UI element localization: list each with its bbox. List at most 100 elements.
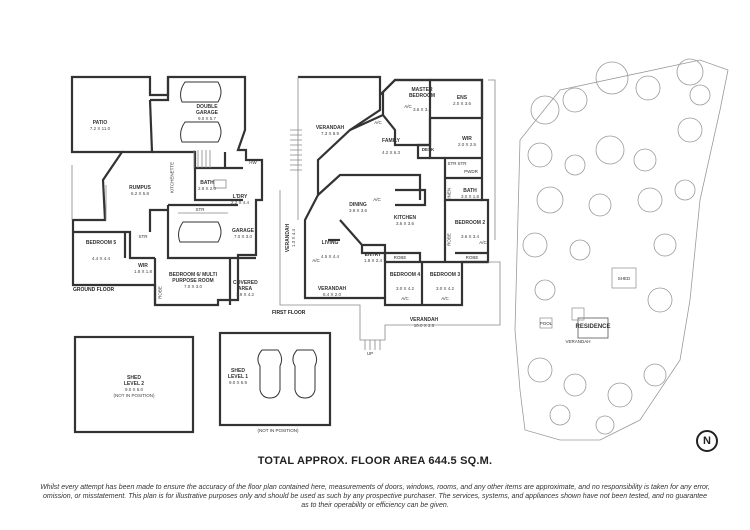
shed-walls: [73, 331, 332, 434]
shed-level-2: SHED LEVEL 2 9.0 x 6.0 (NOT IN POSITION): [114, 375, 155, 399]
ac-living: A/C: [312, 258, 320, 263]
room-powder: PWDR: [464, 169, 478, 174]
site-shed: SHED: [617, 276, 631, 281]
room-dims: 3.6 x 3.4: [460, 234, 479, 239]
room-name: VERANDAH: [409, 317, 439, 323]
room-name: BEDROOM 4: [389, 272, 421, 278]
room-desk: DESK: [421, 147, 435, 152]
ac-family: A/C: [374, 120, 382, 125]
room-dims: 2.0 x 3.6: [452, 101, 472, 106]
room-bedroom-3: BEDROOM 3 3.0 x 4.2: [430, 272, 460, 292]
room-name: ENS: [456, 95, 468, 101]
room-covered-area: COVERED AREA 1.9 x 4.2: [233, 280, 258, 298]
first-floor-decks: [279, 77, 501, 350]
room-dims: 4.5 x 4.4: [320, 254, 340, 259]
room-rumpus: RUMPUS 6.2 x 5.8: [129, 185, 151, 197]
room-str-first: STR: [447, 161, 457, 166]
ac-dining: A/C: [373, 197, 381, 202]
room-name: SHED LEVEL 1: [227, 368, 249, 380]
room-kitchen: KITCHEN 3.6 x 3.6: [394, 215, 416, 227]
site-verandah: VERANDAH: [565, 339, 591, 344]
room-bath-first: BATH 3.0 x 1.8: [461, 188, 479, 200]
room-name: L'DRY: [232, 194, 248, 200]
ac-master: A/C: [404, 104, 412, 109]
room-name: BEDROOM 2: [454, 220, 486, 226]
room-wir-first: WIR 2.0 x 2.5: [458, 136, 476, 148]
room-master-bedroom: MASTER BEDROOM 3.6 x 3.4: [407, 87, 437, 113]
room-name: BEDROOM 5: [85, 240, 117, 246]
room-name: BEDROOM 3: [429, 272, 461, 278]
first-floor-label: FIRST FLOOR: [272, 310, 306, 316]
room-name: SHED LEVEL 2: [123, 375, 145, 387]
room-bedroom-6: BEDROOM 6/ MULTI PURPOSE ROOM 7.0 x 3.0: [158, 272, 228, 290]
ground-floor-label: GROUND FLOOR: [73, 287, 115, 293]
room-robe-bed3: ROBE: [465, 255, 479, 260]
north-compass-icon: N: [696, 430, 718, 452]
room-dims: 3.6 x 3.4: [412, 107, 431, 112]
shed-cars: [257, 349, 318, 399]
room-linen: LINEN: [446, 187, 452, 202]
room-name: DINING: [349, 202, 367, 208]
room-str-ground: STR: [195, 207, 205, 212]
room-laundry: L'DRY 2.2 x 4.4: [231, 194, 249, 206]
room-name: LIVING: [321, 240, 339, 246]
not-in-position-note: (NOT IN POSITION): [257, 428, 299, 433]
room-wir-ground: WIR 1.8 x 1.8: [134, 263, 152, 275]
room-garage: GARAGE 7.0 x 3.0: [232, 228, 254, 240]
room-name: WIR: [138, 263, 148, 269]
room-bedroom-2: BEDROOM 2 3.6 x 3.4: [455, 220, 485, 240]
room-name: ENTRY: [364, 252, 382, 258]
room-double-garage: DOUBLE GARAGE 9.0 x 5.7: [192, 104, 222, 122]
room-name: MASTER BEDROOM: [408, 87, 436, 99]
site-pool: POOL: [539, 321, 553, 326]
room-name: FAMILY: [382, 138, 400, 144]
room-entry: ENTRY 1.8 x 2.4: [364, 252, 382, 264]
ac-bed2: A/C: [479, 240, 487, 245]
room-hw: HW: [249, 160, 257, 165]
first-floor-walls: [298, 75, 490, 307]
room-name: VERANDAH: [317, 286, 347, 292]
room-name: DOUBLE GARAGE: [196, 104, 218, 116]
room-name: GARAGE: [232, 228, 254, 234]
room-dims: 3.0 x 4.2: [395, 286, 414, 291]
room-dims: 7.0 x 3.0: [233, 234, 253, 239]
room-name: BATH: [200, 180, 214, 186]
total-floor-area: TOTAL APPROX. FLOOR AREA 644.5 SQ.M.: [257, 455, 493, 467]
ac-bed4: A/C: [401, 296, 409, 301]
room-str-first-2: STR: [457, 161, 467, 166]
room-verandah-top: VERANDAH 7.3 x 8.9: [316, 125, 344, 137]
room-bedroom-5: BEDROOM 5 4.4 x 4.4: [86, 240, 116, 262]
room-note: (NOT IN POSITION): [113, 393, 155, 398]
room-dims: 2.0 x 2.5: [457, 142, 477, 147]
room-dims: 2.9 x 2.0: [197, 186, 217, 191]
room-verandah-bottom: VERANDAH 10.0 x 2.0: [410, 317, 438, 329]
room-verandah-front: VERANDAH 8.4 x 2.0: [318, 286, 346, 298]
room-dining: DINING 3.9 x 3.6: [349, 202, 367, 214]
room-dims: 4.4 x 4.4: [91, 256, 110, 261]
room-dims: 1.8 x 2.4: [363, 258, 383, 263]
room-name: KITCHEN: [393, 215, 417, 221]
room-kitchenette: KITCHENETTE: [169, 161, 175, 194]
room-name: VERANDAH: [315, 125, 345, 131]
room-str-bed5: STR: [138, 234, 148, 239]
shed-level-1: SHED LEVEL 1 9.0 x 6.9: [224, 368, 252, 386]
ground-floor-walls: [70, 75, 264, 307]
ground-floor-fixtures: [71, 150, 228, 220]
room-name: RUMPUS: [129, 185, 151, 191]
ac-bed3: A/C: [441, 296, 449, 301]
disclaimer-text: Whilst every attempt has been made to en…: [40, 484, 710, 509]
room-dims: 7.2 x 11.0: [89, 126, 111, 131]
room-robe-ground: ROBE: [157, 286, 163, 299]
room-dims: 7.3 x 8.9: [320, 131, 339, 136]
room-bedroom-4: BEDROOM 4 3.0 x 4.2: [390, 272, 420, 292]
ground-cars: [178, 81, 222, 243]
room-robe-bed2: ROBE: [446, 233, 452, 246]
room-verandah-side: VERANDAH 1.3 x 4.4: [285, 224, 297, 252]
site-residence: RESIDENCE: [575, 324, 611, 330]
room-dims: 4.2 x 6.3: [381, 150, 401, 155]
room-bath-ground: BATH 2.9 x 2.0: [198, 180, 216, 192]
room-dims: 9.0 x 6.9: [228, 380, 247, 385]
room-dims: 1.8 x 1.8: [133, 269, 153, 274]
room-dims: 9.0 x 6.0: [124, 387, 144, 392]
